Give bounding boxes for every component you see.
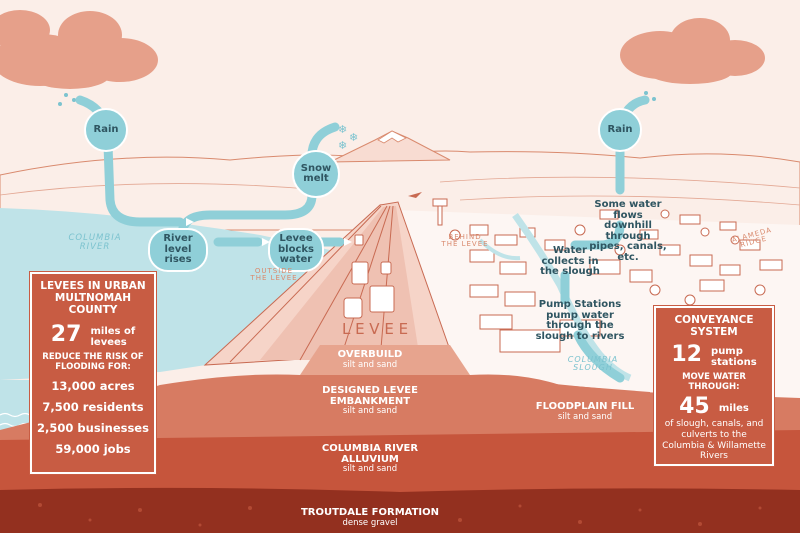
vehicles [343, 234, 395, 319]
hill-lines [0, 176, 800, 206]
levee-road [260, 206, 420, 360]
levees-miles-label-1: miles of [90, 325, 136, 337]
flow-pump-arrow [573, 330, 625, 383]
conveyance-miles-row: 45 miles [656, 394, 772, 419]
water-flows-label: Some water flows downhill through pipes,… [589, 199, 667, 263]
layer-troutdale-formation [0, 487, 800, 533]
move-caption: MOVE WATER THROUGH: [682, 371, 746, 392]
rain-right-bubble: Rain [598, 108, 642, 152]
svg-text:❄: ❄ [349, 131, 358, 144]
snow-melt-label: Snow melt [300, 162, 332, 184]
river-level-bubble: River level rises [148, 228, 208, 272]
designed-levee-label: DESIGNED LEVEE EMBANKMENT silt and sand [300, 385, 440, 416]
rain-left-label: Rain [93, 123, 119, 135]
troutdale-material: dense gravel [342, 517, 398, 528]
airplane-icon [408, 192, 422, 198]
overbuild-material: silt and sand [342, 359, 398, 370]
overbuild-name: OVERBUILD [337, 349, 403, 360]
floodplain-fill-name: FLOODPLAIN FILL [535, 401, 635, 412]
overbuild-label: OVERBUILD silt and sand [320, 349, 420, 370]
water-collects-label: Water collects in the slough [540, 245, 600, 277]
gravel-texture [38, 503, 762, 527]
columbia-slough-label: COLUMBIA SLOUGH [567, 355, 619, 373]
levee-lines [229, 205, 394, 363]
floodplain-fill-material: silt and sand [557, 411, 613, 422]
behind-levee-label: BEHIND THE LEVEE [441, 233, 489, 249]
trees [449, 209, 766, 306]
levee-word-label: L E V E E [341, 320, 409, 338]
designed-levee-material: silt and sand [342, 406, 398, 416]
columbia-alluvium-material: silt and sand [342, 464, 398, 474]
stat-acres: 13,000 acres [51, 379, 135, 394]
svg-text:❄: ❄ [338, 139, 347, 152]
river-level-label: River level rises [163, 233, 193, 266]
conveyance-panel-title: CONVEYANCE SYSTEM [674, 314, 754, 339]
layer-overbuild [300, 345, 470, 375]
layer-floodplain-fill [470, 374, 660, 420]
levee-blocks-label: Levee blocks water [278, 233, 314, 266]
flow-downhill-arrow [570, 220, 625, 250]
columbia-river-label: COLUMBIA RIVER [68, 233, 122, 252]
levees-reduce-caption: REDUCE THE RISK OF FLOODING FOR: [42, 351, 144, 372]
columbia-slough [512, 212, 632, 382]
arrow-heads [186, 218, 352, 246]
rain-left-bubble: Rain [84, 108, 128, 152]
levees-panel: LEVEES IN URBAN MULTNOMAH COUNTY 27 mile… [30, 272, 156, 474]
columbia-alluvium-name: COLUMBIA RIVER ALLUVIUM [321, 443, 419, 465]
conveyance-miles-value: 45 [679, 394, 710, 419]
conveyance-miles-desc: of slough, canals, and culverts to the C… [662, 419, 766, 462]
designed-levee-name: DESIGNED LEVEE EMBANKMENT [322, 385, 418, 407]
rain-right-label: Rain [607, 123, 633, 135]
floodplain-fill-label: FLOODPLAIN FILL silt and sand [530, 401, 640, 422]
slough-canal [478, 238, 521, 261]
snowflake-icon: ❄❄❄ [338, 123, 358, 152]
layer-columbia-alluvium [0, 430, 800, 495]
troutdale-label: TROUTDALE FORMATION dense gravel [290, 507, 450, 528]
cloud-left-icon [0, 10, 158, 89]
mountain-snow [377, 130, 407, 144]
pump-label-2: stations [711, 356, 757, 368]
stat-residents: 7,500 residents [42, 400, 144, 415]
snow-melt-bubble: Snow melt [292, 150, 340, 198]
levees-panel-title: LEVEES IN URBAN MULTNOMAH COUNTY [40, 280, 146, 317]
pump-stations-label: Pump Stations pump water through the slo… [535, 299, 625, 342]
control-tower-icon [432, 198, 448, 226]
stat-jobs: 59,000 jobs [55, 442, 131, 457]
svg-text:❄: ❄ [338, 123, 347, 136]
flow-snow-to-river-arrow [177, 122, 340, 240]
mountain [329, 130, 451, 163]
conveyance-miles-label: miles [718, 403, 749, 414]
pump-label-1: pump [711, 345, 743, 357]
cloud-right-icon [620, 18, 765, 84]
outside-levee-label: OUTSIDE THE LEVEE [250, 267, 298, 283]
pump-value: 12 [671, 342, 702, 368]
columbia-alluvium-label: COLUMBIA RIVER ALLUVIUM silt and sand [305, 443, 435, 474]
levee-blocks-bubble: Levee blocks water [268, 228, 324, 272]
levees-miles-value: 27 [50, 322, 82, 348]
levees-miles-label-2: levees [90, 336, 127, 348]
troutdale-name: TROUTDALE FORMATION [300, 507, 440, 518]
stat-businesses: 2,500 businesses [37, 421, 149, 436]
